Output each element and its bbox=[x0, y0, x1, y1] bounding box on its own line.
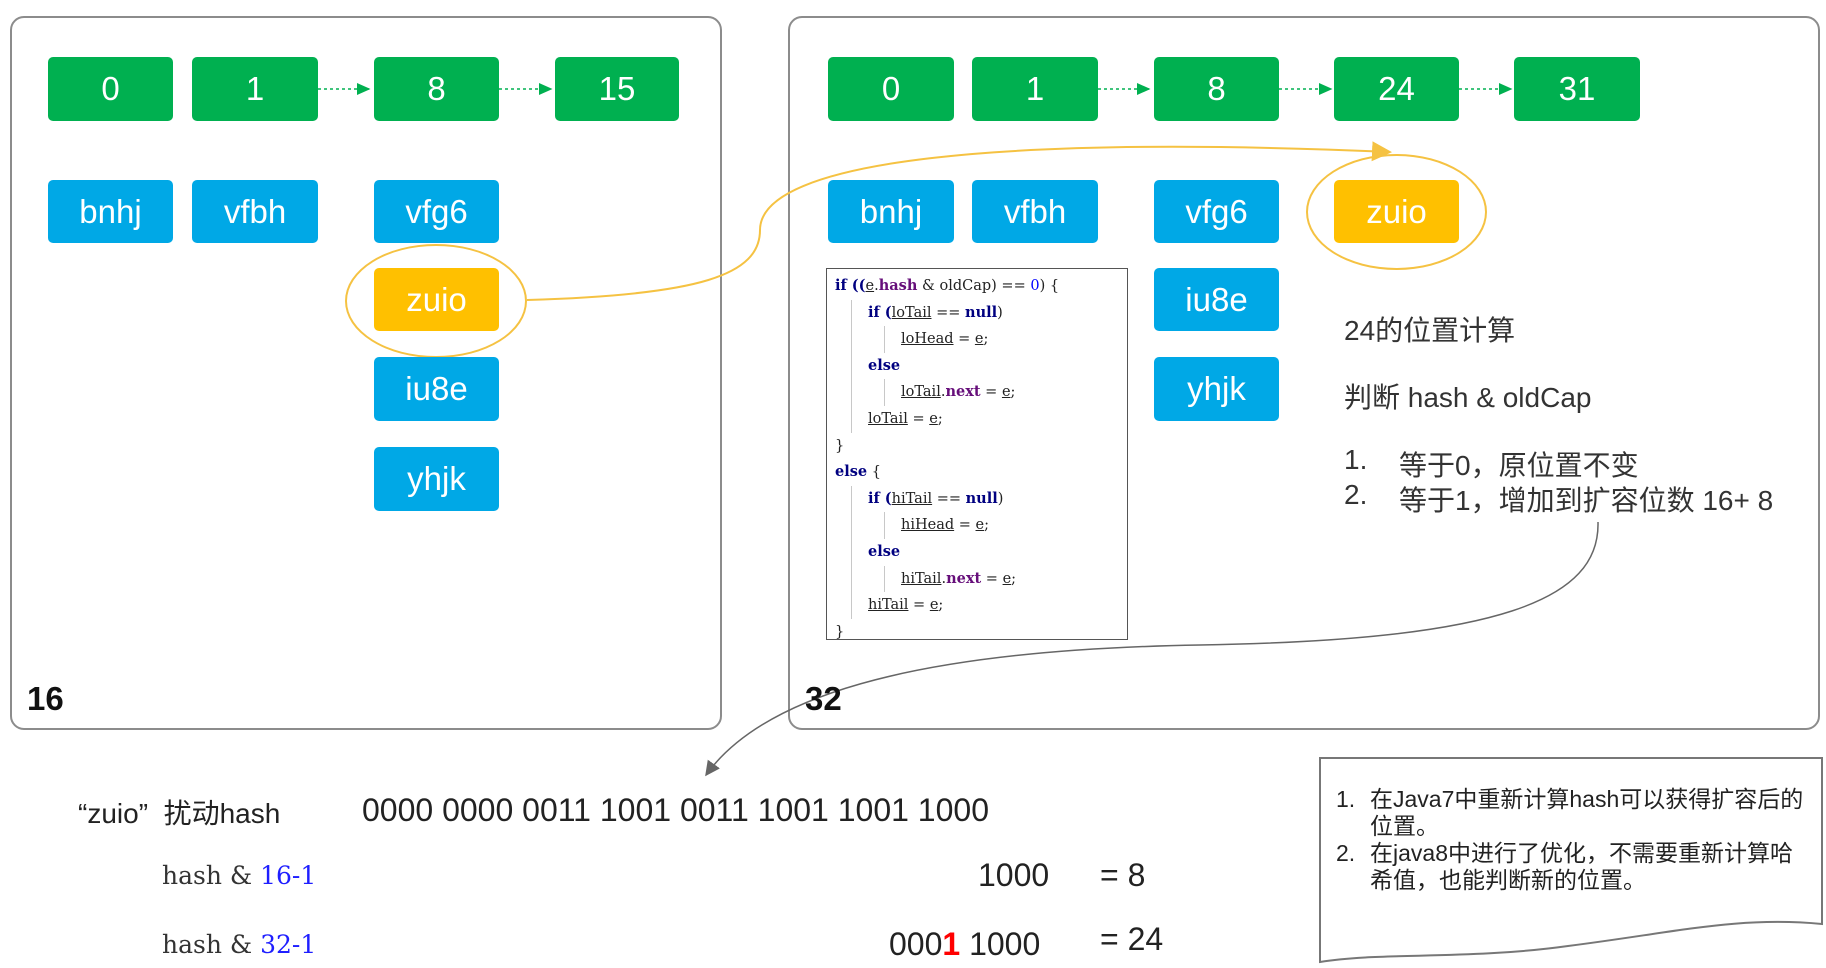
code-line: hiTail = e; bbox=[835, 592, 1127, 619]
note-text: 1.在Java7中重新计算hash可以获得扩容后的位置。 2.在java8中进行… bbox=[1336, 786, 1814, 894]
right-zuio-highlight-ring bbox=[1306, 154, 1487, 270]
explain-rule: 判断 hash & oldCap bbox=[1344, 382, 1592, 413]
explain-item-num: 2. bbox=[1344, 479, 1368, 510]
code-line: hiHead = e; bbox=[835, 512, 1127, 539]
explain-title: 24的位置计算 bbox=[1344, 315, 1516, 346]
calc-expr-32: hash & 32-1 bbox=[162, 930, 317, 959]
left-bucket-15: 15 bbox=[555, 57, 679, 121]
code-line: } bbox=[835, 437, 845, 454]
calc-bits-16: 1000 bbox=[978, 857, 1050, 893]
right-capacity-label: 32 bbox=[805, 680, 842, 717]
code-line: else bbox=[835, 352, 1127, 380]
right-bucket-8: 8 bbox=[1154, 57, 1279, 121]
left-node-yhjk: yhjk bbox=[374, 447, 499, 511]
code-line: if ((e.hash & oldCap) == 0) { bbox=[835, 277, 1060, 294]
explain-item-text: 等于0，原位置不变 bbox=[1399, 450, 1639, 481]
right-node-iu8e: iu8e bbox=[1154, 268, 1279, 331]
calc-bits-32: 0001 1000 bbox=[889, 926, 1041, 962]
code-line: if (hiTail == null) bbox=[835, 485, 1127, 513]
right-node-yhjk: yhjk bbox=[1154, 357, 1279, 421]
right-bucket-31: 31 bbox=[1514, 57, 1640, 121]
note-item: 1.在Java7中重新计算hash可以获得扩容后的位置。 bbox=[1336, 786, 1804, 839]
code-line: else bbox=[835, 538, 1127, 566]
move-arrow-zuio bbox=[526, 141, 1392, 301]
explain-item-num: 1. bbox=[1344, 444, 1368, 475]
note-item: 2.在java8中进行了优化，不需要重新计算哈希值，也能判断新的位置。 bbox=[1336, 840, 1793, 893]
calc-result-32: = 24 bbox=[1100, 921, 1164, 957]
right-bucket-0: 0 bbox=[828, 57, 954, 121]
left-node-vfg6: vfg6 bbox=[374, 180, 499, 243]
code-line: else { bbox=[835, 463, 881, 481]
left-bucket-1: 1 bbox=[192, 57, 318, 121]
left-node-bnhj: bnhj bbox=[48, 180, 173, 243]
right-node-vfbh: vfbh bbox=[972, 180, 1098, 243]
note-shape bbox=[1319, 757, 1823, 964]
code-line: loTail = e; bbox=[835, 405, 1127, 433]
calc-hash-bits: 0000 0000 0011 1001 0011 1001 1001 1000 bbox=[362, 792, 989, 828]
code-line: loTail.next = e; bbox=[835, 379, 1127, 406]
right-bucket-1: 1 bbox=[972, 57, 1098, 121]
code-line: hiTail.next = e; bbox=[835, 565, 1127, 593]
right-bucket-24: 24 bbox=[1334, 57, 1459, 121]
explain-arrow bbox=[705, 521, 1599, 777]
right-node-vfg6: vfg6 bbox=[1154, 180, 1279, 243]
resize-code-snippet: if ((e.hash & oldCap) == 0) { if (loTail… bbox=[826, 268, 1128, 640]
calc-hash-label: “zuio” 扰动hash bbox=[78, 798, 281, 829]
left-node-iu8e: iu8e bbox=[374, 357, 499, 421]
right-node-zuio: zuio bbox=[1334, 180, 1459, 243]
code-line: } bbox=[835, 623, 845, 640]
left-table-panel bbox=[10, 16, 722, 730]
highlight-bit: 1 bbox=[942, 926, 961, 962]
left-node-vfbh: vfbh bbox=[192, 180, 318, 243]
calc-expr-16: hash & 16-1 bbox=[162, 861, 317, 890]
left-capacity-label: 16 bbox=[27, 680, 64, 717]
code-line: if (loTail == null) bbox=[835, 299, 1127, 327]
left-node-zuio: zuio bbox=[374, 268, 499, 331]
code-line: loHead = e; bbox=[835, 326, 1127, 353]
left-bucket-8: 8 bbox=[374, 57, 499, 121]
explain-item-text: 等于1，增加到扩容位数 16+ 8 bbox=[1399, 485, 1774, 516]
calc-result-16: = 8 bbox=[1100, 857, 1146, 893]
right-node-bnhj: bnhj bbox=[828, 180, 954, 243]
left-bucket-0: 0 bbox=[48, 57, 173, 121]
